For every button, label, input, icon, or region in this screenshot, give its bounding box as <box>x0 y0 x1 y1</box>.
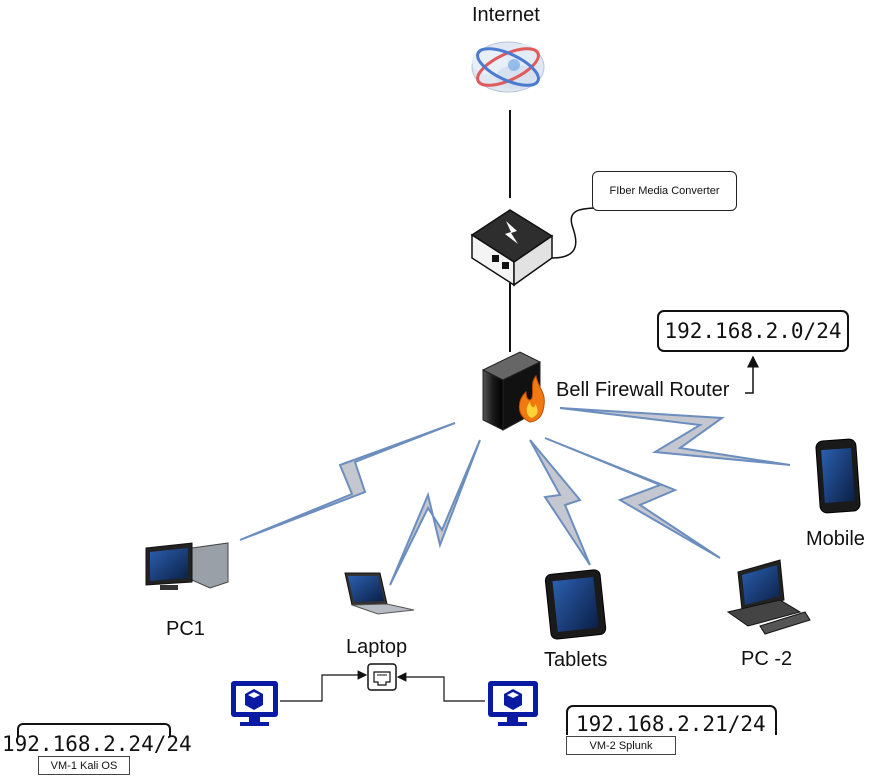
vm1-ip-label: 192.168.2.24/24 <box>2 732 192 756</box>
wireless-link-pc2 <box>544 437 721 559</box>
link-vm2-port <box>396 672 485 702</box>
desktop-pc-icon <box>145 542 229 590</box>
internet-label: Internet <box>472 4 540 26</box>
network-port-icon <box>367 663 397 691</box>
wireless-link-mobile <box>559 407 791 466</box>
vm-monitor-icon <box>231 681 278 726</box>
converter-callout-line <box>551 207 601 259</box>
wireless-link-laptop <box>389 439 481 586</box>
vm2-name-label: VM-2 Splunk <box>566 736 676 755</box>
tablets-label: Tablets <box>544 649 608 671</box>
vm2-ip-bracket <box>566 705 777 735</box>
wireless-link-tablets <box>529 439 591 566</box>
tablet-icon <box>544 569 607 640</box>
subnet-connector <box>745 355 759 394</box>
laptop-label: Laptop <box>346 636 408 658</box>
mobile-phone-icon <box>815 438 861 514</box>
workstation-icon <box>726 559 811 635</box>
vm2-ip-label: 192.168.2.21/24 <box>576 712 766 736</box>
vm-monitor-icon <box>488 681 538 726</box>
cloud-icon <box>471 41 545 93</box>
pc1-label: PC1 <box>166 618 205 640</box>
subnet-box: 192.168.2.0/24 <box>657 310 849 352</box>
firewall-router-icon <box>481 351 545 431</box>
wireless-link-pc1 <box>239 422 456 541</box>
mobile-label: Mobile <box>806 528 865 550</box>
converter-callout: FIber Media Converter <box>592 171 737 211</box>
media-converter-icon <box>470 209 554 287</box>
laptop-icon <box>344 572 415 615</box>
vm1-name-label: VM-1 Kali OS <box>38 756 130 775</box>
router-label: Bell Firewall Router <box>556 379 730 401</box>
link-vm1-port <box>280 670 368 702</box>
pc2-label: PC -2 <box>741 648 793 670</box>
vm1-ip-bracket <box>17 723 171 737</box>
